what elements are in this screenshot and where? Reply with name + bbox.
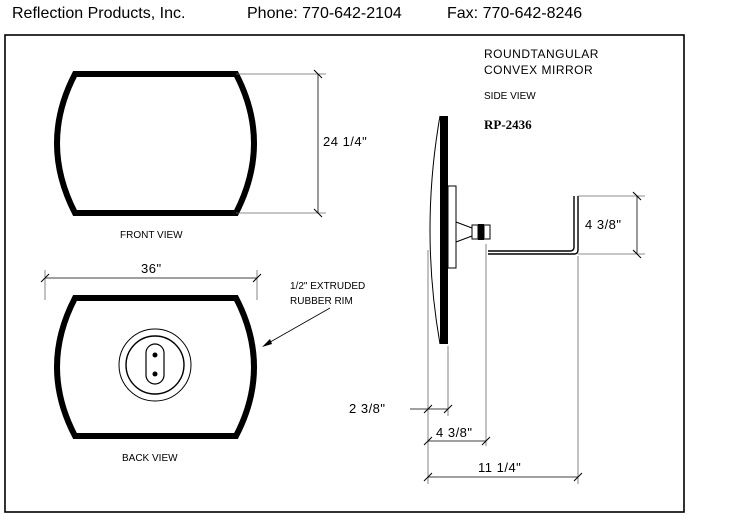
mount-depth-dimension [423, 436, 491, 446]
ball-nut-3 [483, 224, 491, 240]
model-number: RP-2436 [484, 117, 532, 132]
mirror-edge-profile [440, 116, 448, 344]
height-dimension-label: 24 1/4" [323, 134, 367, 149]
side-view [429, 115, 579, 345]
width-dimension [40, 270, 262, 300]
drawing-title-line2: CONVEX MIRROR [484, 63, 593, 77]
wall-bracket-inner [488, 196, 579, 255]
back-view-mirror-outline [54, 295, 257, 439]
side-view-label: SIDE VIEW [484, 91, 536, 102]
rim-note-line2: RUBBER RIM [290, 296, 353, 307]
total-depth-label: 11 1/4" [478, 460, 521, 475]
mirror-depth-label: 2 3/8" [349, 401, 386, 416]
width-dimension-label: 36" [141, 261, 162, 276]
drawing-title-line1: ROUNDTANGULAR [484, 47, 599, 61]
company-name: Reflection Products, Inc. [12, 5, 186, 22]
mount-hole-lower [152, 371, 158, 377]
bracket-height-label: 4 3/8" [585, 217, 622, 232]
convex-mirror-face [429, 115, 441, 345]
back-view [54, 295, 257, 439]
drawing-frame [4, 34, 685, 513]
mount-plate-inner-ring [125, 335, 185, 395]
mount-depth-label: 4 3/8" [436, 425, 473, 440]
depth-extension-lines [427, 244, 579, 484]
mount-plate-profile [447, 185, 457, 269]
mirror-depth-dimension [410, 404, 453, 414]
front-view-mirror-outline [54, 71, 257, 216]
rim-note-leader [264, 307, 331, 346]
phone-number: Phone: 770-642-2104 [247, 5, 402, 22]
mount-hole-upper [152, 352, 158, 358]
total-depth-dimension [423, 472, 583, 482]
mount-plate-outer-ring [118, 328, 192, 402]
wall-bracket-outer [488, 196, 575, 252]
rim-note-line1: 1/2" EXTRUDED [290, 281, 365, 292]
front-view [54, 71, 257, 216]
rim-note-arrowhead [262, 339, 272, 347]
ball-nut-2 [478, 224, 484, 240]
mount-bracket-slot [145, 343, 165, 385]
swivel-joint [455, 221, 473, 243]
front-view-label: FRONT VIEW [120, 230, 183, 241]
bracket-height-dimension [578, 191, 645, 259]
height-dimension [236, 69, 326, 218]
fax-number: Fax: 770-642-8246 [447, 5, 583, 22]
ball-nut-1 [471, 224, 479, 240]
back-view-label: BACK VIEW [122, 453, 178, 464]
